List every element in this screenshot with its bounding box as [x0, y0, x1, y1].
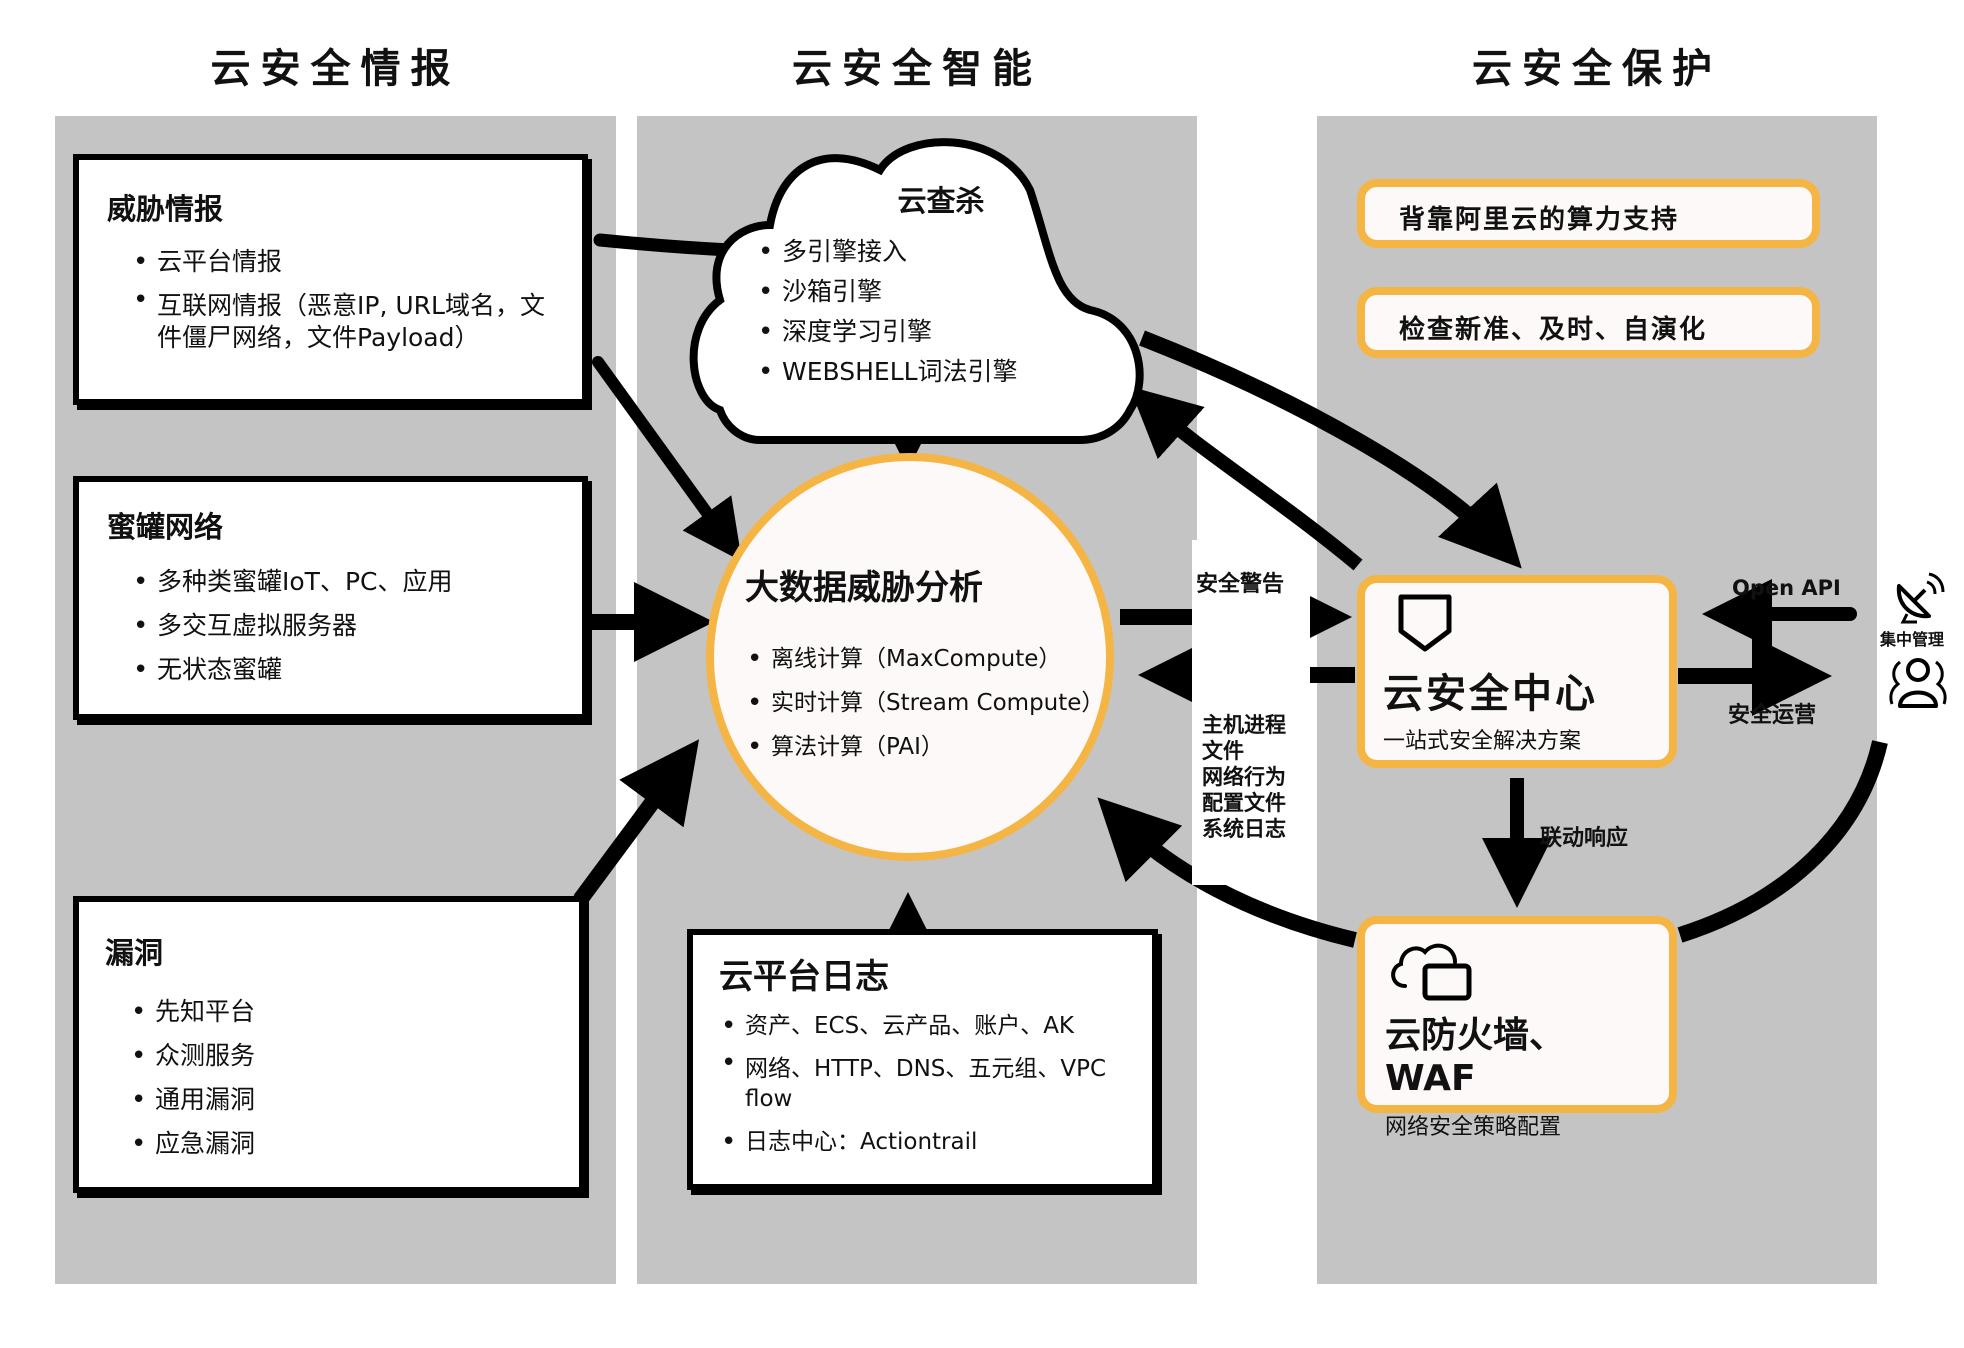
- edge-threat-to-analysis: [592, 356, 743, 562]
- analysis-item: 算法计算（PAI）: [745, 725, 1125, 769]
- shield-icon: [1398, 594, 1452, 652]
- honeypot-item: 多交互虚拟服务器: [131, 604, 554, 648]
- edge-waf-to-analysis: [1097, 797, 1357, 948]
- analysis-item: 离线计算（MaxCompute）: [745, 637, 1125, 681]
- feature-detection-box: 检查新准、及时、自演化: [1357, 287, 1820, 358]
- label-strip: [1192, 540, 1310, 885]
- vulnerability-item: 应急漏洞: [129, 1122, 553, 1166]
- analysis-content: 大数据威胁分析 离线计算（MaxCompute） 实时计算（Stream Com…: [745, 560, 1125, 769]
- threat-intel-item: 互联网情报（恶意IP, URL域名，文件僵尸网络，文件Payload）: [131, 284, 554, 354]
- platform-logs-box: 云平台日志 资产、ECS、云产品、账户、AK 网络、HTTP、DNS、五元组、V…: [687, 929, 1158, 1190]
- edge-threat-to-cloud: [593, 233, 737, 257]
- data-source-item: 文件: [1202, 739, 1244, 763]
- feature-detection-text: 检查新准、及时、自演化: [1399, 315, 1708, 345]
- data-source-item: 系统日志: [1202, 817, 1286, 841]
- data-source-item: 网络行为: [1202, 765, 1286, 789]
- open-api-label: Open API: [1732, 576, 1841, 600]
- vulnerability-item: 众测服务: [129, 1034, 553, 1078]
- cloud-scan-item: 多引擎接入: [756, 232, 1086, 272]
- firewall-box: 云防火墙、WAF 网络安全策略配置: [1357, 916, 1677, 1140]
- analysis-title: 大数据威胁分析: [745, 568, 983, 608]
- platform-logs-item: 资产、ECS、云产品、账户、AK: [719, 1004, 1126, 1048]
- cloud-firewall-icon: [1391, 943, 1472, 1001]
- vulnerability-item: 先知平台: [129, 990, 553, 1034]
- satellite-dish-icon: [1896, 572, 1945, 624]
- central-management-label: 集中管理: [1880, 630, 1945, 649]
- column-title-protection: 云安全保护: [1472, 46, 1722, 92]
- firewall-subtitle: 网络安全策略配置: [1385, 1115, 1562, 1140]
- edge-cloud-to-center: [1139, 330, 1522, 569]
- firewall-title: 云防火墙、WAF: [1385, 1015, 1566, 1099]
- vulnerability-box: 漏洞 先知平台 众测服务 通用漏洞 应急漏洞: [73, 896, 585, 1193]
- cloud-scan-item: WEBSHELL词法引擎: [756, 352, 1086, 392]
- honeypot-box: 蜜罐网络 多种类蜜罐IoT、PC、应用 多交互虚拟服务器 无状态蜜罐: [73, 476, 588, 720]
- security-center-title: 云安全中心: [1383, 671, 1598, 717]
- threat-intel-item: 云平台情报: [131, 240, 554, 284]
- edge-users-to-waf: [1677, 740, 1888, 943]
- cloud-scan-item: 沙箱引擎: [756, 272, 1086, 312]
- security-center-box: 云安全中心 一站式安全解决方案: [1357, 575, 1677, 768]
- column-title-intelligence: 云安全智能: [792, 46, 1042, 92]
- threat-intel-box: 威胁情报 云平台情报 互联网情报（恶意IP, URL域名，文件僵尸网络，文件Pa…: [73, 154, 588, 405]
- feature-compute-box: 背靠阿里云的算力支持: [1357, 179, 1820, 248]
- cloud-scan-item: 深度学习引擎: [756, 312, 1086, 352]
- vulnerability-item: 通用漏洞: [129, 1078, 553, 1122]
- platform-logs-item: 网络、HTTP、DNS、五元组、VPC flow: [719, 1048, 1126, 1120]
- platform-logs-item: 日志中心：Actiontrail: [719, 1120, 1126, 1164]
- alert-label: 安全警告: [1196, 572, 1285, 597]
- data-sources-label: 主机进程 文件 网络行为 配置文件 系统日志: [1202, 712, 1286, 842]
- security-center-subtitle: 一站式安全解决方案: [1383, 729, 1582, 754]
- honeypot-title: 蜜罐网络: [107, 510, 224, 544]
- honeypot-item: 无状态蜜罐: [131, 648, 554, 692]
- data-source-item: 配置文件: [1202, 791, 1286, 815]
- platform-logs-title: 云平台日志: [719, 957, 889, 997]
- security-ops-label: 安全运营: [1728, 703, 1817, 728]
- linkage-response-label: 联动响应: [1540, 826, 1629, 851]
- edge-center-to-cloud: [1129, 386, 1363, 571]
- data-source-item: 主机进程: [1202, 713, 1286, 737]
- cloud-scan-content: 云查杀 多引擎接入 沙箱引擎 深度学习引擎 WEBSHELL词法引擎: [756, 178, 1086, 392]
- column-title-intel: 云安全情报: [210, 46, 461, 92]
- cloud-scan-title: 云查杀: [897, 184, 985, 218]
- threat-intel-title: 威胁情报: [107, 192, 224, 226]
- analysis-item: 实时计算（Stream Compute）: [745, 681, 1125, 725]
- honeypot-item: 多种类蜜罐IoT、PC、应用: [131, 560, 554, 604]
- users-icon: [1889, 658, 1947, 708]
- vulnerability-title: 漏洞: [105, 936, 164, 970]
- feature-compute-text: 背靠阿里云的算力支持: [1399, 205, 1680, 235]
- edge-vuln-to-analysis: [573, 739, 700, 905]
